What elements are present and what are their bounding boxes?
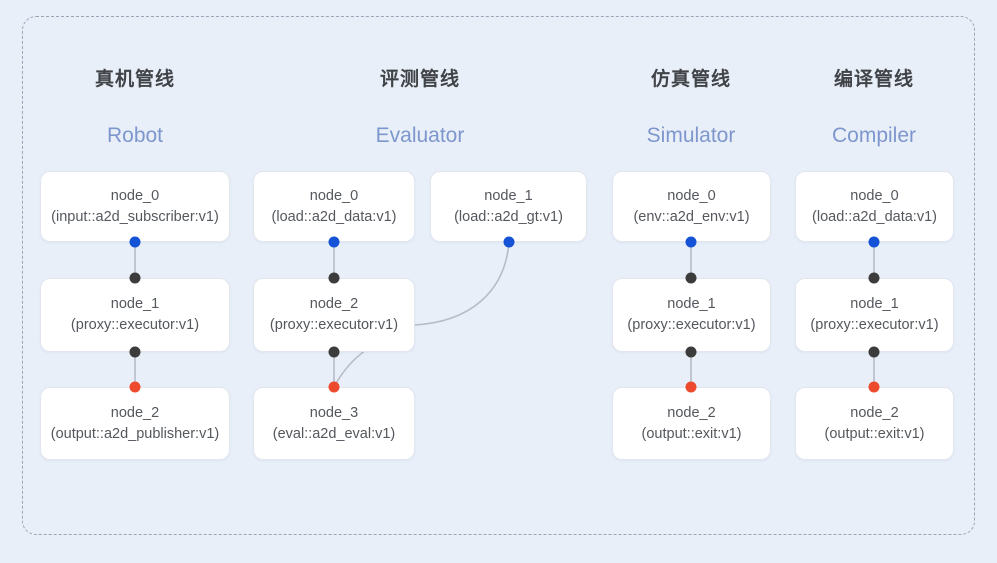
port-out-robot-1[interactable] — [129, 346, 141, 358]
port-out-robot-0[interactable] — [129, 236, 141, 248]
node-type: (output::exit:v1) — [824, 425, 925, 442]
node-type: (proxy::executor:v1) — [627, 317, 756, 333]
node-name: node_1 — [484, 187, 533, 204]
node-compiler-1[interactable]: node_1 (proxy::executor:v1) — [795, 278, 954, 352]
column-title-en-evaluator: Evaluator — [375, 124, 465, 147]
node-name: node_3 — [309, 404, 359, 421]
column-title-en-compiler: Compiler — [831, 124, 917, 147]
column-title-cn-simulator: 仿真管线 — [650, 69, 732, 90]
port-in-simulator-2[interactable] — [685, 381, 697, 393]
column-title-cn-compiler: 编译管线 — [833, 69, 915, 90]
column-title-cn-evaluator: 评测管线 — [379, 69, 461, 90]
node-simulator-1[interactable]: node_1 (proxy::executor:v1) — [612, 278, 771, 352]
node-name: node_0 — [850, 187, 899, 204]
node-evaluator-3[interactable]: node_3 (eval::a2d_eval:v1) — [253, 387, 415, 460]
port-in-compiler-1[interactable] — [868, 272, 880, 284]
node-name: node_2 — [667, 404, 716, 421]
port-out-evaluator-0[interactable] — [328, 236, 340, 248]
node-type: (output::a2d_publisher:v1) — [50, 425, 220, 442]
port-in-evaluator-2[interactable] — [328, 272, 340, 284]
node-type: (proxy::executor:v1) — [810, 317, 939, 333]
node-name: node_2 — [309, 296, 359, 312]
node-name: node_1 — [110, 296, 160, 312]
port-in-compiler-2[interactable] — [868, 381, 880, 393]
node-name: node_0 — [309, 187, 359, 204]
node-type: (load::a2d_data:v1) — [812, 208, 937, 225]
port-out-simulator-1[interactable] — [685, 346, 697, 358]
node-evaluator-0[interactable]: node_0 (load::a2d_data:v1) — [253, 171, 415, 242]
node-evaluator-2[interactable]: node_2 (proxy::executor:v1) — [253, 278, 415, 352]
node-name: node_0 — [667, 187, 716, 204]
node-name: node_0 — [110, 187, 160, 204]
column-title-en-robot: Robot — [106, 124, 164, 147]
port-out-simulator-0[interactable] — [685, 236, 697, 248]
node-simulator-2[interactable]: node_2 (output::exit:v1) — [612, 387, 771, 460]
node-type: (input::a2d_subscriber:v1) — [51, 208, 219, 225]
port-in-evaluator-3[interactable] — [328, 381, 340, 393]
node-type: (proxy::executor:v1) — [70, 317, 200, 333]
node-robot-2[interactable]: node_2 (output::a2d_publisher:v1) — [40, 387, 230, 460]
port-in-simulator-1[interactable] — [685, 272, 697, 284]
node-name: node_1 — [667, 296, 716, 312]
node-compiler-2[interactable]: node_2 (output::exit:v1) — [795, 387, 954, 460]
node-name: node_2 — [110, 404, 160, 421]
diagram-dashed-frame — [22, 16, 975, 535]
port-in-robot-1[interactable] — [129, 272, 141, 284]
port-out-compiler-1[interactable] — [868, 346, 880, 358]
node-robot-0[interactable]: node_0 (input::a2d_subscriber:v1) — [40, 171, 230, 242]
column-title-cn-robot: 真机管线 — [94, 69, 176, 90]
node-name: node_1 — [850, 296, 899, 312]
node-evaluator-gt[interactable]: node_1 (load::a2d_gt:v1) — [430, 171, 587, 242]
node-simulator-0[interactable]: node_0 (env::a2d_env:v1) — [612, 171, 771, 242]
node-type: (proxy::executor:v1) — [269, 317, 399, 333]
port-out-compiler-0[interactable] — [868, 236, 880, 248]
port-in-robot-2[interactable] — [129, 381, 141, 393]
column-title-en-simulator: Simulator — [646, 124, 736, 147]
port-out-evaluator-gt[interactable] — [503, 236, 515, 248]
node-type: (env::a2d_env:v1) — [633, 208, 750, 225]
node-robot-1[interactable]: node_1 (proxy::executor:v1) — [40, 278, 230, 352]
node-type: (output::exit:v1) — [641, 425, 742, 442]
node-compiler-0[interactable]: node_0 (load::a2d_data:v1) — [795, 171, 954, 242]
node-type: (load::a2d_gt:v1) — [454, 208, 563, 225]
node-type: (load::a2d_data:v1) — [271, 208, 397, 225]
port-out-evaluator-2[interactable] — [328, 346, 340, 358]
node-name: node_2 — [850, 404, 899, 421]
node-type: (eval::a2d_eval:v1) — [272, 425, 396, 442]
